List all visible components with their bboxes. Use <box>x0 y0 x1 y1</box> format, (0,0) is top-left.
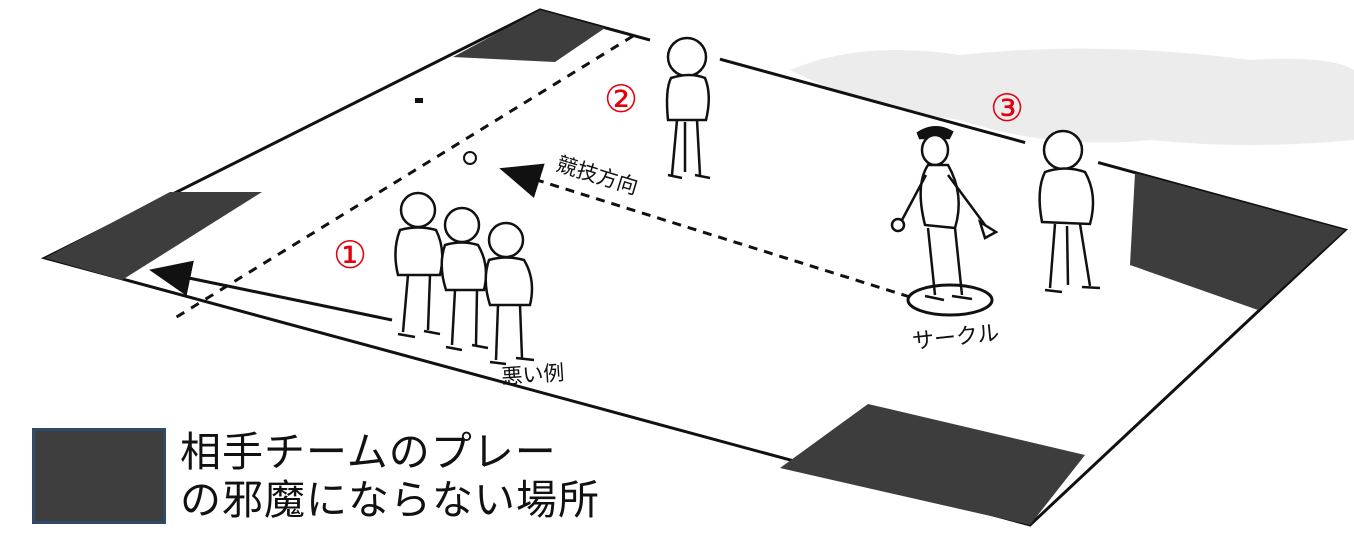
bad-example-group <box>394 191 535 366</box>
safe-zone-bottom <box>780 404 1085 525</box>
bad-example-arrow <box>149 260 393 322</box>
background-shading <box>790 48 1354 145</box>
throwing-circle <box>906 283 994 317</box>
safe-zone-left <box>45 192 262 280</box>
bad-example-label: 悪い例 <box>501 361 566 389</box>
legend-text: 相手チームのプレー の邪魔にならない場所 <box>180 428 600 524</box>
player-2-figure <box>665 36 711 180</box>
safe-zone-right <box>1130 173 1345 310</box>
competition-direction-arrow <box>499 163 911 299</box>
marker-player-2: ② <box>604 77 638 121</box>
legend-swatch <box>32 428 166 524</box>
marker-player-3: ③ <box>990 86 1024 130</box>
legend: 相手チームのプレー の邪魔にならない場所 <box>32 426 672 526</box>
thrower-figure <box>890 126 999 302</box>
safe-zone-top <box>453 10 605 62</box>
legend-line-1: 相手チームのプレー <box>180 428 557 476</box>
player-3-figure <box>1038 129 1101 294</box>
legend-line-2: の邪魔にならない場所 <box>180 476 600 524</box>
marker-player-1: ① <box>333 233 367 277</box>
target-marker <box>463 151 477 165</box>
dashed-line <box>174 34 634 320</box>
